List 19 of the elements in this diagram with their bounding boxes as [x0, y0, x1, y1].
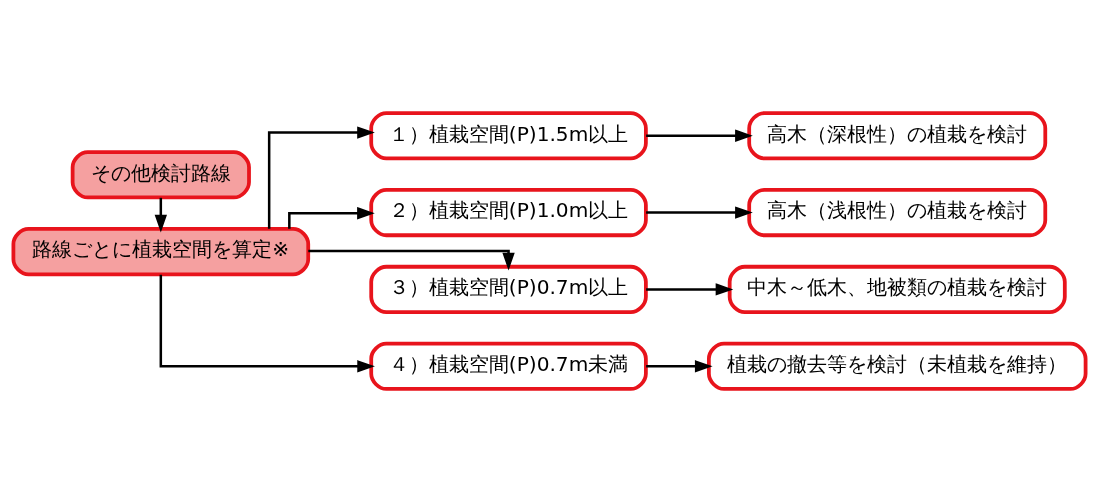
node-box: 中木～低木、地被類の植栽を検討 — [727, 264, 1067, 314]
node-box: その他検討路線 — [70, 150, 251, 200]
arrow — [288, 207, 375, 229]
node-box: １）植栽空間(P)1.5m以上 — [369, 111, 648, 161]
node-box: 植栽の撤去等を検討（未植栽を維持） — [707, 341, 1088, 391]
node-box: ３）植栽空間(P)0.7m以上 — [369, 264, 648, 314]
arrow — [646, 283, 734, 296]
node-box: 高木（浅根性）の植栽を検討 — [747, 188, 1048, 238]
arrow — [154, 197, 167, 233]
arrow — [159, 274, 375, 373]
node-box: ２）植栽空間(P)1.0m以上 — [369, 188, 648, 238]
arrow — [308, 249, 515, 271]
node-box: ４）植栽空間(P)0.7m未満 — [369, 341, 648, 391]
arrow — [646, 360, 713, 373]
node-box: 路線ごとに植栽空間を算定※ — [11, 227, 311, 277]
arrow — [646, 129, 753, 142]
node-box: 高木（深根性）の植栽を検討 — [747, 111, 1048, 161]
arrow — [646, 206, 753, 219]
arrow — [267, 126, 375, 229]
